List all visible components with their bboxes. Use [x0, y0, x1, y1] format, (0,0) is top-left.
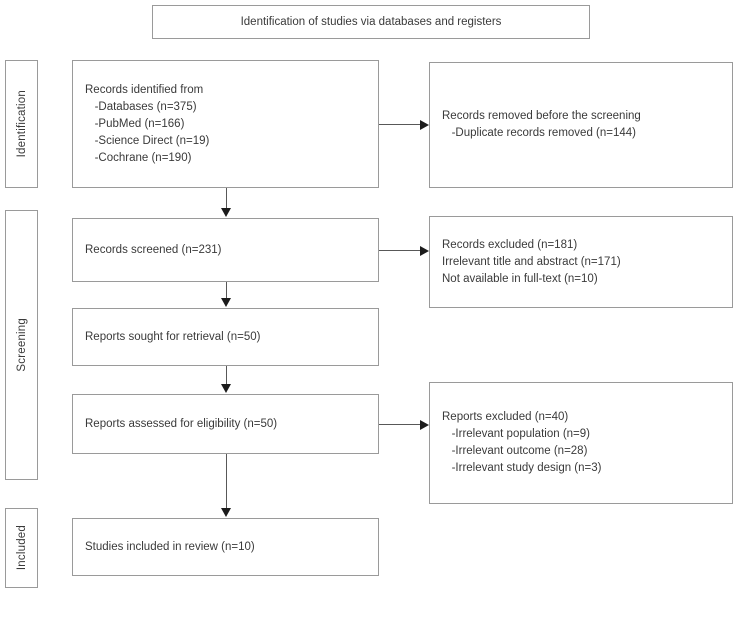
connector-sought-to-assessed [226, 366, 227, 386]
stage-label-screening: Screening [5, 210, 38, 480]
arrow-down-icon [221, 508, 231, 517]
diagram-banner: Identification of studies via databases … [152, 5, 590, 39]
arrow-right-icon [420, 246, 429, 256]
box-records-identified-text: Records identified from -Databases (n=37… [85, 83, 210, 164]
box-reports-excluded: Reports excluded (n=40) -Irrelevant popu… [429, 382, 733, 504]
box-records-excluded: Records excluded (n=181) Irrelevant titl… [429, 216, 733, 308]
box-records-screened: Records screened (n=231) [72, 218, 379, 282]
connector-assessed-to-included [226, 454, 227, 510]
box-studies-included-text: Studies included in review (n=10) [85, 540, 255, 553]
arrow-down-icon [221, 298, 231, 307]
box-reports-sought: Reports sought for retrieval (n=50) [72, 308, 379, 366]
stage-label-included-text: Included [15, 525, 28, 571]
stage-label-identification-text: Identification [15, 90, 28, 158]
arrow-right-icon [420, 120, 429, 130]
box-reports-assessed-text: Reports assessed for eligibility (n=50) [85, 417, 278, 430]
banner-title: Identification of studies via databases … [240, 15, 502, 28]
box-reports-sought-text: Reports sought for retrieval (n=50) [85, 330, 261, 343]
connector-screened-to-excluded [379, 250, 421, 251]
box-reports-excluded-text: Reports excluded (n=40) -Irrelevant popu… [442, 411, 602, 474]
connector-screened-to-sought [226, 282, 227, 300]
box-records-excluded-text: Records excluded (n=181) Irrelevant titl… [442, 238, 621, 285]
stage-label-identification: Identification [5, 60, 38, 188]
arrow-down-icon [221, 208, 231, 217]
connector-identified-to-screened [226, 188, 227, 210]
arrow-right-icon [420, 420, 429, 430]
connector-identified-to-removed [379, 124, 421, 125]
connector-assessed-to-excluded [379, 424, 421, 425]
stage-label-included: Included [5, 508, 38, 588]
box-studies-included: Studies included in review (n=10) [72, 518, 379, 576]
box-records-removed: Records removed before the screening -Du… [429, 62, 733, 188]
box-records-removed-text: Records removed before the screening -Du… [442, 110, 641, 139]
arrow-down-icon [221, 384, 231, 393]
box-records-screened-text: Records screened (n=231) [85, 243, 222, 256]
stage-label-screening-text: Screening [15, 318, 28, 372]
box-reports-assessed: Reports assessed for eligibility (n=50) [72, 394, 379, 454]
box-records-identified: Records identified from -Databases (n=37… [72, 60, 379, 188]
